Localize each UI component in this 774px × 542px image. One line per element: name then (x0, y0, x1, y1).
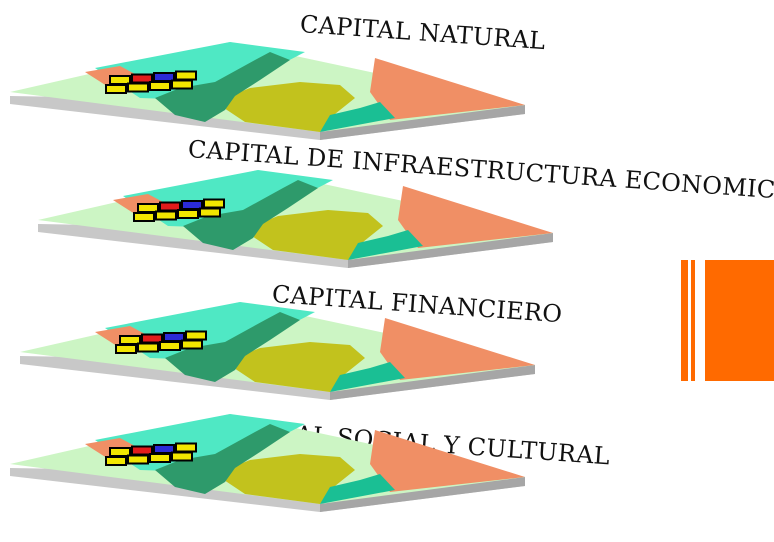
grid-cell (137, 342, 159, 353)
grid-cell (203, 198, 225, 209)
grid-cell (133, 212, 155, 222)
cell-grid (105, 70, 197, 94)
grid-cell (181, 339, 203, 350)
region-olive (215, 82, 355, 132)
region-olive (215, 454, 355, 504)
region-river (183, 180, 318, 250)
grid-cell (149, 453, 171, 463)
cell-grid (133, 198, 225, 222)
grid-cell (115, 344, 137, 354)
region-teal (320, 102, 395, 132)
grid-cell (199, 207, 221, 218)
grid-cell (159, 341, 181, 351)
slab-side (320, 105, 525, 140)
layer-map-capital-natural (10, 42, 525, 140)
grid-cell (155, 210, 177, 221)
region-river (155, 424, 290, 494)
orange-wide-bar (705, 260, 774, 381)
grid-cell (127, 454, 149, 465)
slab-side (348, 233, 553, 268)
slab-side (320, 477, 525, 512)
region-river (155, 52, 290, 122)
region-salmon-right (370, 58, 525, 120)
region-teal (348, 230, 423, 260)
slab-side (330, 365, 535, 400)
orange-bars-icon (681, 260, 774, 381)
layer-map-capital-infraestructura (38, 170, 553, 268)
region-olive (243, 210, 383, 260)
grid-cell (175, 70, 197, 81)
region-river (165, 312, 300, 382)
orange-thin-bar-2 (691, 260, 695, 381)
region-olive (225, 342, 365, 392)
region-salmon-right (380, 318, 535, 380)
grid-cell (177, 209, 199, 219)
grid-cell (185, 330, 207, 341)
grid-cell (127, 82, 149, 93)
layer-map-capital-social-cultural (10, 414, 525, 512)
cell-grid (105, 442, 197, 466)
region-salmon-right (398, 186, 553, 248)
grid-cell (149, 81, 171, 91)
grid-cell (175, 442, 197, 453)
grid-cell (171, 79, 193, 90)
layer-map-capital-financiero (20, 302, 535, 400)
region-teal (320, 474, 395, 504)
cell-grid (115, 330, 207, 354)
grid-cell (171, 451, 193, 462)
region-salmon-right (370, 430, 525, 492)
region-teal (330, 362, 405, 392)
grid-cell (105, 456, 127, 466)
orange-thin-bar-1 (681, 260, 688, 381)
grid-cell (105, 84, 127, 94)
